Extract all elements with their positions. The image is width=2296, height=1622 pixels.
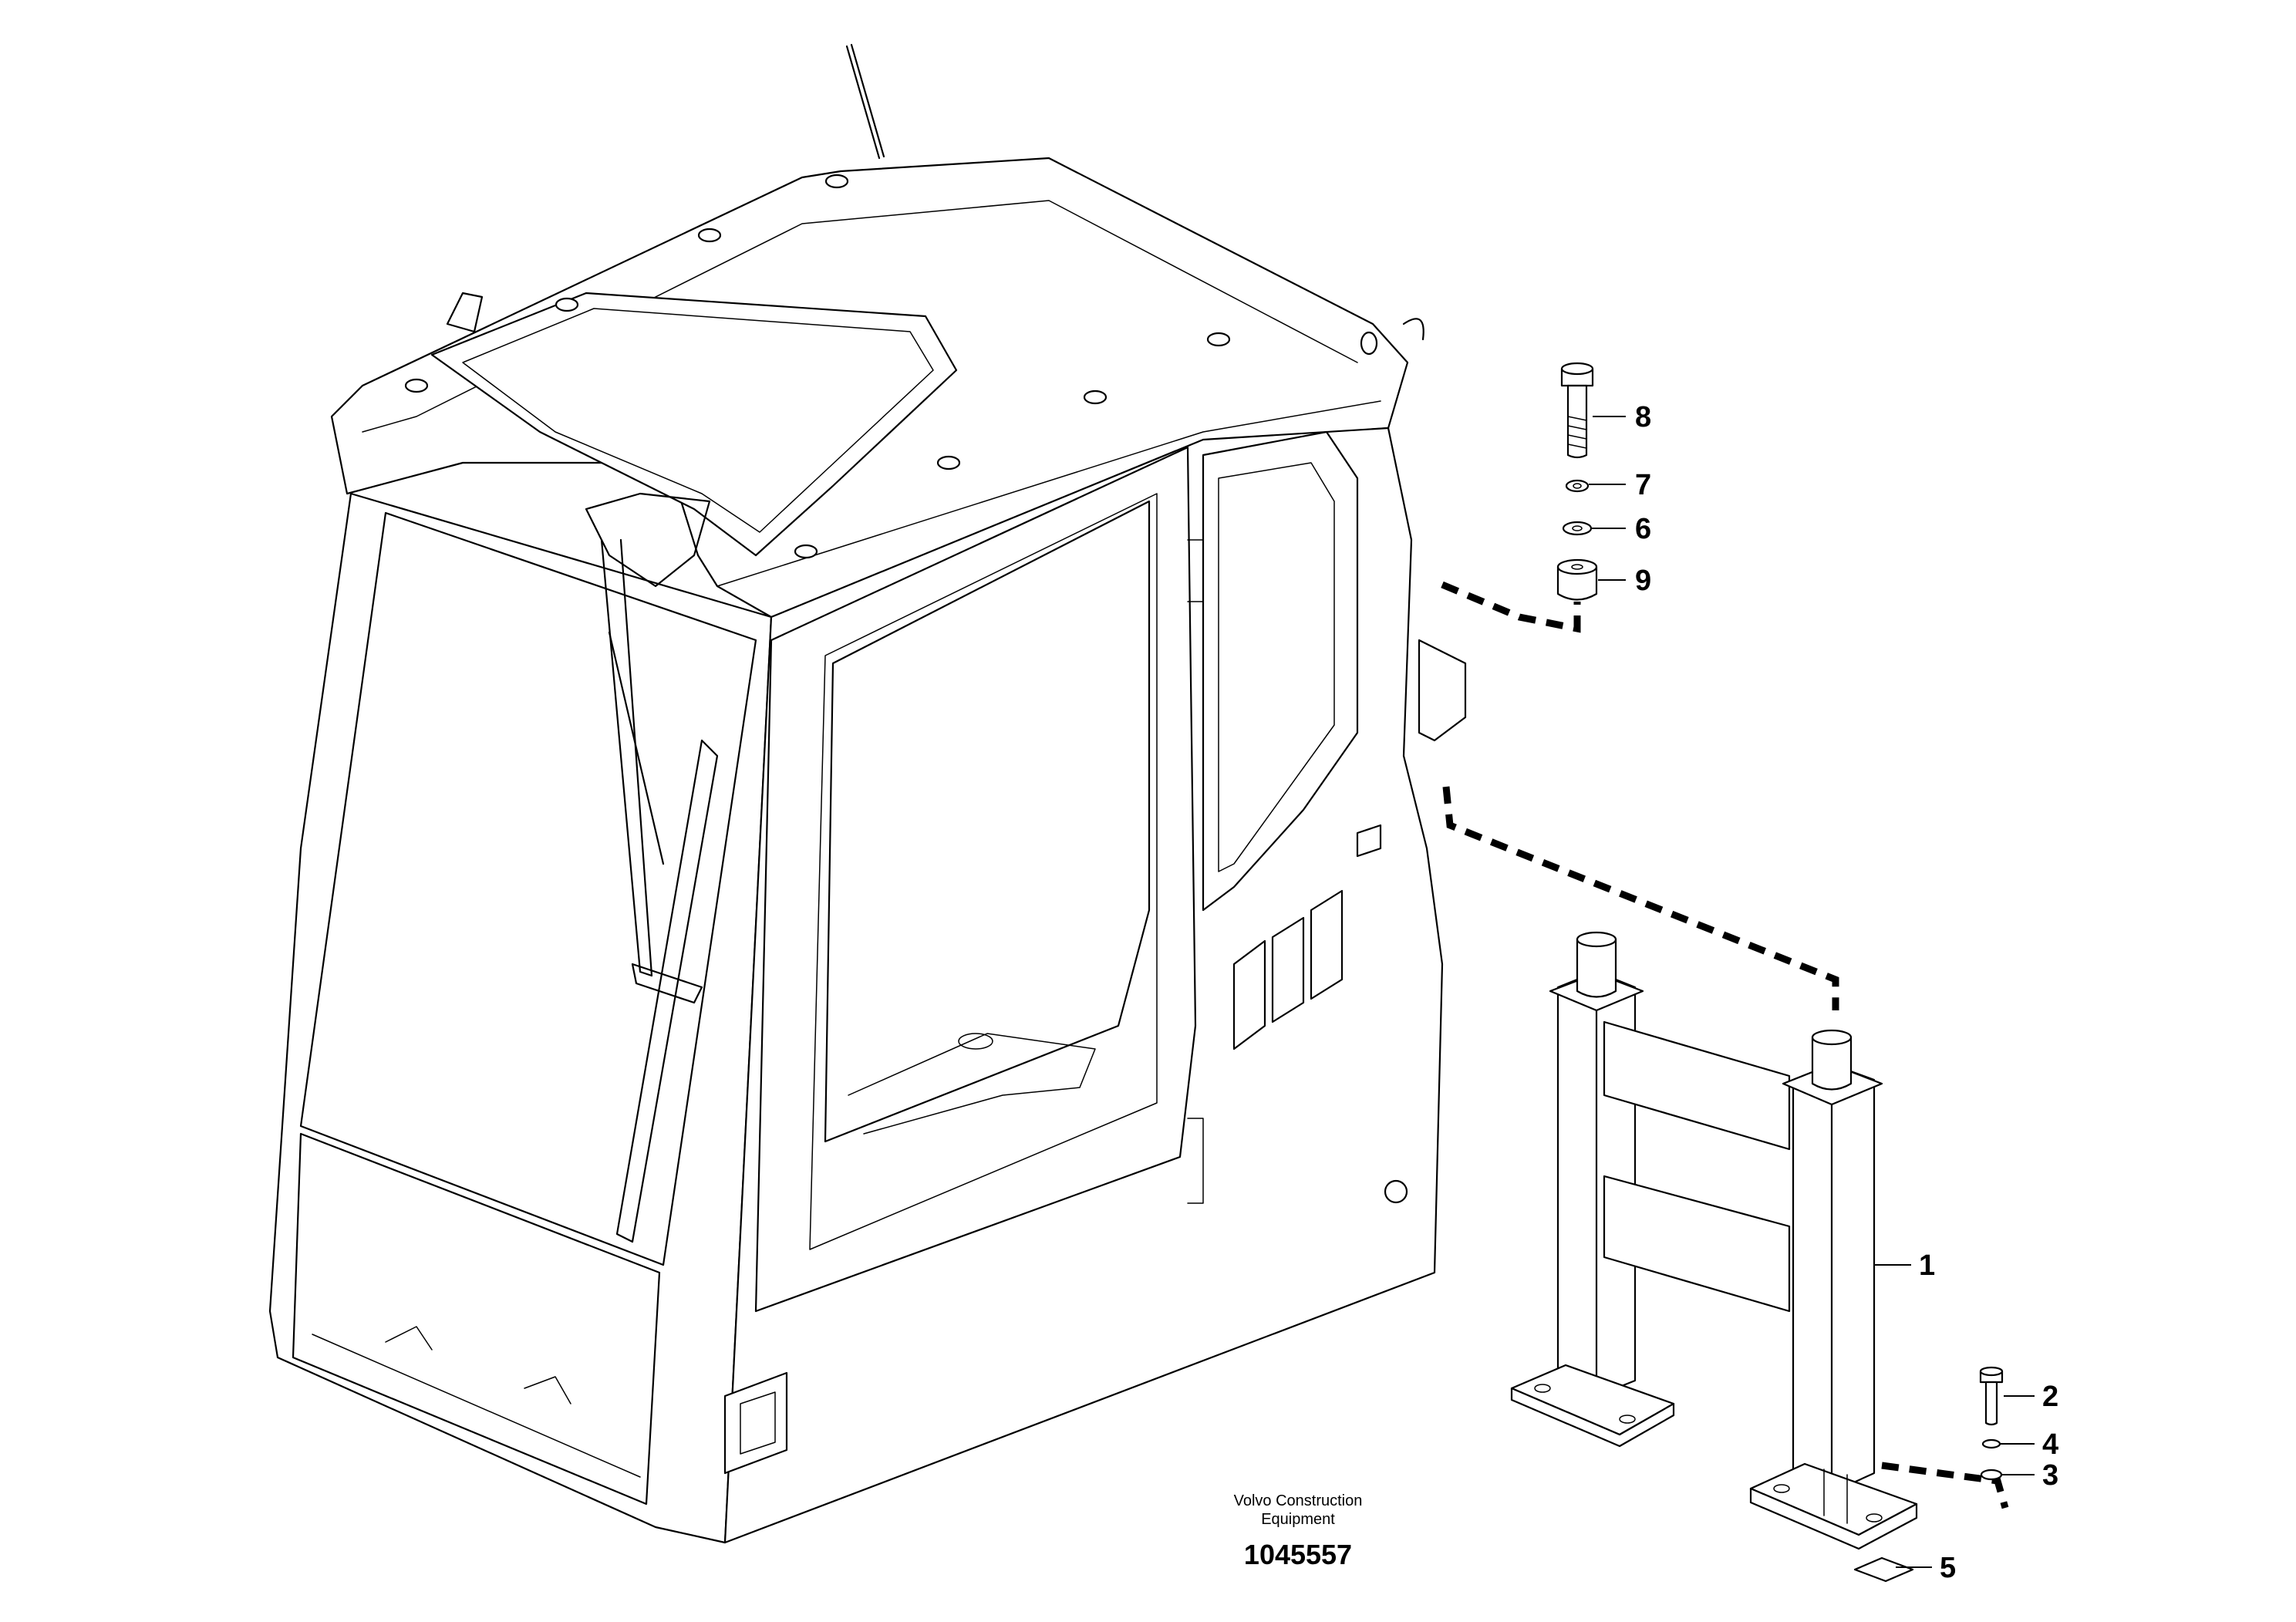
- callout-5: 5: [1940, 1552, 1956, 1584]
- spacer-9: [1556, 558, 1598, 601]
- washer-6: [1562, 521, 1593, 536]
- rear-side-window: [1202, 430, 1359, 912]
- callout-6: 6: [1635, 513, 1651, 545]
- fill-cap: [1384, 1179, 1408, 1204]
- callout-8: 8: [1635, 401, 1651, 433]
- operator-cab: [268, 43, 1467, 1544]
- company-name-line2: Equipment: [1261, 1511, 1335, 1528]
- antenna: [845, 45, 881, 160]
- windshield-upper: [299, 511, 757, 1266]
- rear-bumper: [1418, 639, 1467, 742]
- roof-bolts: [404, 174, 1378, 559]
- washer-3: [1980, 1469, 2003, 1481]
- rear-guard-frame: [1510, 931, 1918, 1550]
- callout-7: 7: [1635, 469, 1651, 501]
- door-window: [824, 500, 1151, 1143]
- washer-4: [1981, 1438, 2001, 1449]
- callout-1: 1: [1919, 1249, 1935, 1282]
- assembly-path-lower: [1442, 786, 1839, 1010]
- windshield-lower: [292, 1132, 661, 1506]
- roof-hatch: [430, 292, 958, 557]
- assembly-path-foot: [1881, 1462, 2009, 1509]
- door-latch: [1356, 824, 1382, 858]
- callout-9: 9: [1635, 565, 1651, 597]
- callout-2: 2: [2042, 1381, 2058, 1413]
- callout-4: 4: [2042, 1428, 2058, 1461]
- side-vents: [1232, 889, 1344, 1050]
- wiper: [585, 492, 719, 1243]
- drawing-number: 1045557: [1244, 1539, 1352, 1570]
- bolt-upper: [1560, 362, 1594, 459]
- lifting-eye: [446, 292, 484, 333]
- callout-3: 3: [2042, 1459, 2058, 1492]
- leader-lines: [1589, 416, 2035, 1568]
- bolt-lower: [1979, 1366, 2004, 1426]
- assembly-path-upper: [1441, 581, 1581, 633]
- company-name-line1: Volvo Construction: [1234, 1492, 1363, 1509]
- shim-5: [1853, 1556, 1914, 1583]
- washer-7: [1565, 479, 1590, 493]
